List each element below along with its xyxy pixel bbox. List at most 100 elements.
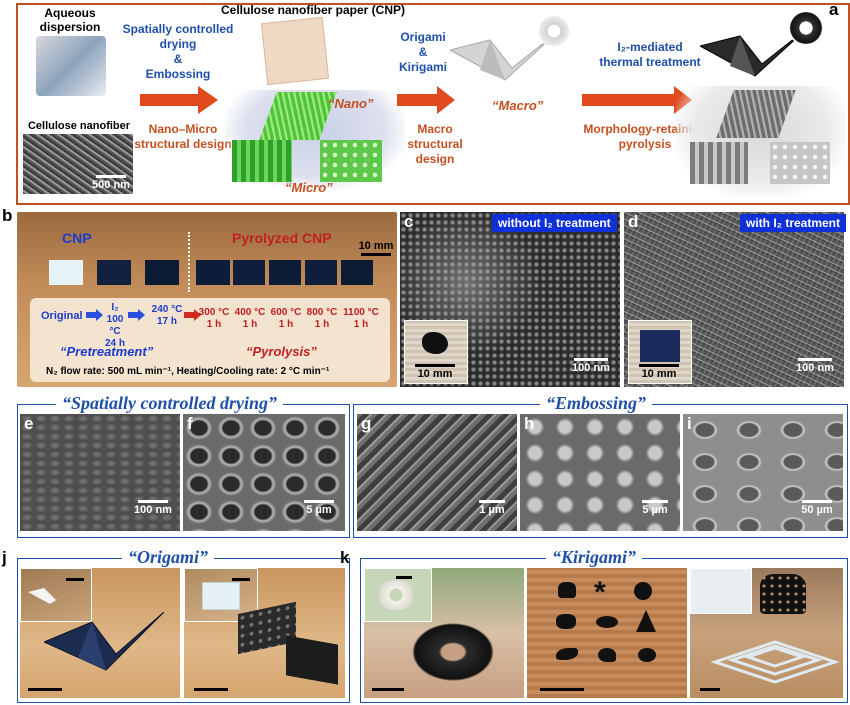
tree-shape — [636, 610, 656, 632]
panel-g-scale: 1 µm — [472, 500, 512, 516]
sample-cnp-white — [49, 260, 83, 285]
arrow-original-i2 — [86, 309, 103, 321]
panel-d-intact-sample — [640, 330, 680, 362]
pretreatment-label: “Pretreatment” — [60, 344, 154, 359]
t240-label: 240 °C 17 h — [151, 304, 183, 327]
panel-c-label: c — [404, 212, 414, 231]
carbon-crane-model — [700, 26, 810, 77]
panel-j-label: j — [2, 548, 7, 567]
arrow-i2-240 — [128, 309, 145, 321]
original-label: Original — [41, 310, 83, 322]
aqueous-dispersion-label: Aqueous dispersion — [39, 6, 101, 34]
panel-d-scale-big: 100 nm — [790, 358, 840, 374]
step3-title: I₂-mediated thermal treatment — [599, 40, 701, 69]
panel-e-label: e — [24, 414, 34, 433]
embossing-section-title: “Embossing” — [540, 393, 653, 414]
pyrolysis-label: “Pyrolysis” — [246, 344, 317, 359]
panel-g-sem — [357, 414, 517, 531]
pyrolyzed-cnp-label: Pyrolyzed CNP — [232, 230, 332, 246]
panel-d-label: d — [628, 212, 639, 231]
sample-i2 — [97, 260, 131, 285]
black-crane-icon — [44, 612, 164, 671]
dolphin-shape — [556, 648, 578, 660]
panel-k-label: k — [340, 548, 350, 567]
scale-bar-500nm: 500 nm — [90, 175, 132, 191]
donut-model-black — [786, 12, 826, 44]
bird-shape — [598, 648, 616, 662]
macro-label: “Macro” — [492, 98, 544, 113]
temp-600-label: 600 °C 1 h — [270, 307, 302, 330]
paper-crane-model — [450, 30, 560, 81]
arrow-step2 — [397, 86, 455, 114]
origami-crane-inset — [20, 568, 92, 622]
panel-d-tag: with I₂ treatment — [740, 214, 847, 232]
panel-k-middle-scale — [540, 688, 584, 691]
kirigami-section-title: “Kirigami” — [546, 547, 643, 568]
sample-600 — [269, 260, 301, 285]
cnp-label: CNP — [62, 230, 92, 246]
beaker-photo — [36, 36, 106, 96]
micro-pillars-model — [232, 140, 292, 182]
temp-300-label: 300 °C 1 h — [198, 307, 230, 330]
panel-e-sem — [20, 414, 180, 531]
black-donut-icon — [408, 620, 498, 684]
white-donut-icon — [374, 580, 418, 610]
panel-c-scale-big: 100 nm — [566, 358, 616, 374]
cnp-title: Cellulose nanofiber paper (CNP) — [220, 3, 406, 17]
step1-title: Spatially controlled drying & Embossing — [122, 22, 234, 81]
panel-i-label: i — [687, 414, 692, 433]
panel-h-scale: 5 µm — [634, 500, 676, 516]
panel-k-left-scale — [372, 688, 404, 691]
carbon-dots-model — [770, 142, 830, 184]
arrow-240-300 — [184, 309, 201, 321]
step3-subtitle: Morphology-retaining pyrolysis — [583, 122, 707, 151]
panel-b-scale-bar: 10 mm — [356, 240, 396, 256]
white-crane-icon — [28, 586, 78, 604]
step2-title: Origami & Kirigami — [398, 30, 447, 74]
asterisk-shape: * — [594, 576, 606, 609]
kirigami-shapes-photo — [527, 568, 687, 698]
panel-h-label: h — [524, 414, 535, 433]
temp-1100-label: 1100 °C 1 h — [343, 307, 379, 330]
panel-j-right-scale-inset — [232, 578, 250, 581]
conditions-text: N₂ flow rate: 500 mL min⁻¹, Heating/Cool… — [46, 366, 330, 377]
step2-subtitle: Macro structural design — [407, 122, 463, 166]
panel-b-label: b — [2, 206, 13, 225]
panel-i-sem — [683, 414, 843, 531]
step1-subtitle: Nano–Micro structural design — [134, 122, 232, 151]
butterfly-shape — [558, 582, 576, 598]
panel-c-scale-small: 10 mm — [406, 364, 464, 380]
sample-240 — [145, 260, 179, 285]
panel-d-scale-small: 10 mm — [630, 364, 688, 380]
sample-1100 — [341, 260, 373, 285]
panel-j-right-scale — [194, 688, 228, 691]
panel-c-shrunk-sample — [422, 332, 448, 354]
i2-step-label: I₂ 100 °C 24 h — [104, 302, 125, 349]
panel-k-left-scale-inset — [396, 576, 412, 579]
panel-h-sem — [520, 414, 680, 531]
panel-k-right-scale — [700, 688, 720, 691]
drying-section-title: “Spatially controlled drying” — [56, 393, 284, 414]
nano-label: “Nano” — [328, 96, 374, 111]
panel-c-tag: without I₂ treatment — [492, 214, 617, 232]
lattice-white-model — [710, 640, 840, 684]
kirigami-lattice-inset — [690, 568, 752, 614]
nanofiber-sem-image — [23, 134, 133, 194]
fish-shape — [596, 616, 618, 628]
panel-j-left-scale-inset — [66, 578, 84, 581]
lattice-black-model — [760, 574, 806, 614]
panel-i-scale: 50 µm — [794, 500, 840, 516]
sample-800 — [305, 260, 337, 285]
temp-400-label: 400 °C 1 h — [234, 307, 266, 330]
cat-shape — [638, 648, 656, 662]
panel-e-scale: 100 nm — [128, 500, 178, 516]
carbon-pillars-model — [690, 142, 748, 184]
sample-400 — [233, 260, 265, 285]
panel-a-label: a — [829, 0, 839, 19]
origami-section-title: “Origami” — [122, 547, 215, 568]
panel-f-scale: 5 µm — [296, 500, 342, 516]
micro-dots-model — [320, 140, 382, 182]
panel-j-left-scale — [28, 688, 62, 691]
white-box-icon — [202, 582, 240, 610]
donut-model-white — [535, 16, 573, 46]
